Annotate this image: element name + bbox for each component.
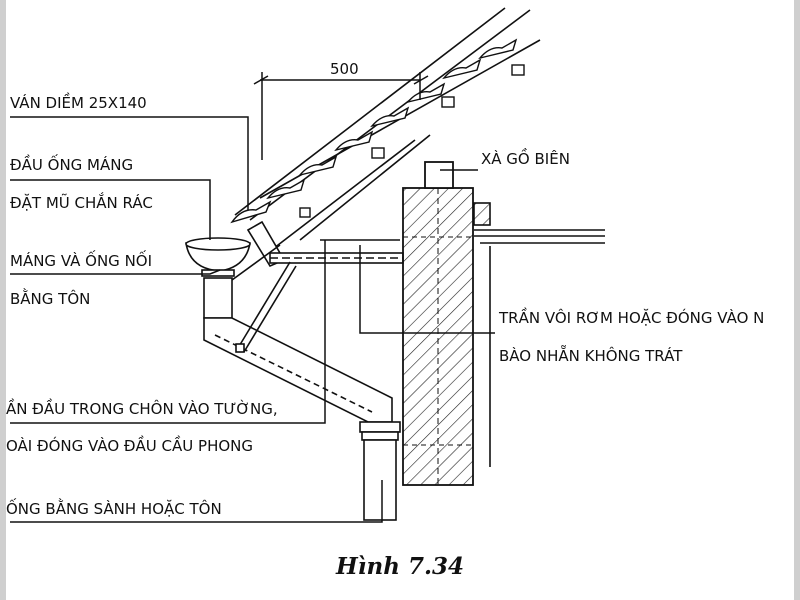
gutter [185, 237, 251, 319]
label-mang-va-ong-noi: MÁNG VÀ ỐNG NỐI [10, 249, 152, 270]
edge-purlin [424, 161, 454, 189]
label-tran-voi-rom: TRẦN VÔI RƠM HOẶC ĐÓNG VÀO N [498, 306, 764, 327]
roof-rafters [234, 7, 541, 256]
dimension-label: 500 [330, 60, 359, 78]
roof-tiles [230, 38, 525, 224]
ceiling-board [269, 239, 404, 264]
label-xa-go-bien: XÀ GỒ BIÊN [481, 147, 570, 168]
label-an-dau-trong: ẦN ĐẦU TRONG CHÔN VÀO TƯỜNG, [6, 397, 278, 418]
label-oai-dong: OÀI ĐÓNG VÀO ĐẦU CẦU PHONG [6, 434, 253, 455]
label-ng-bang-sanh: ỐNG BẰNG SÀNH HOẶC TÔN [6, 497, 222, 518]
label-dat-mu-chan-rac: ĐẶT MŨ CHẮN RÁC [10, 191, 153, 212]
label-van-diem: VÁN DIỀM 25X140 [10, 91, 147, 112]
brick-wall [402, 187, 474, 486]
downpipe [203, 244, 401, 521]
inner-ceiling [473, 202, 605, 467]
dimension-500 [253, 72, 429, 160]
label-bao-nhan: BÀO NHẴN KHÔNG TRÁT [499, 344, 683, 365]
label-dau-ong-mang: ĐẦU ỐNG MÁNG [10, 153, 133, 174]
leader-lines [10, 116, 495, 523]
figure-caption: Hình 7.34 [336, 553, 464, 580]
label-bang-ton: BẰNG TÔN [10, 287, 90, 308]
left-border [0, 0, 6, 600]
right-border [794, 0, 800, 600]
